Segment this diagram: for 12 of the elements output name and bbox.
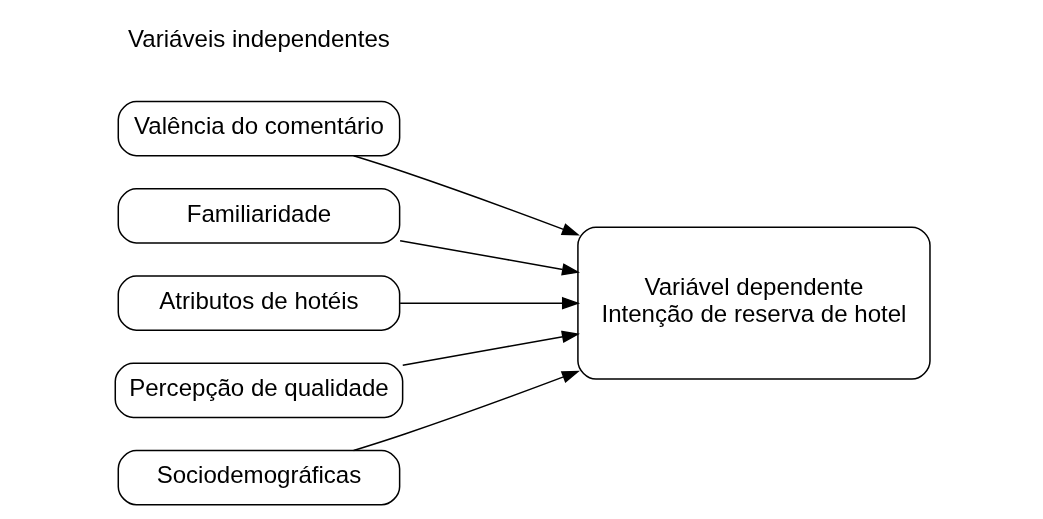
arrow: [352, 370, 580, 452]
node-box: Atributos de hotéis: [117, 275, 401, 331]
node-box: Variável dependente Intenção de reserva de hotel: [577, 226, 931, 380]
arrow: [399, 239, 580, 276]
node-box: Sociodemográficas: [117, 449, 401, 506]
node-box: Valência do comentário: [117, 100, 401, 157]
arrow: [399, 296, 581, 310]
arrow: [402, 330, 580, 366]
arrow: [352, 155, 580, 236]
node-box: Familiaridade: [117, 188, 401, 244]
node-box: Percepção de qualidade: [114, 362, 404, 419]
label: Variáveis independentes: [128, 25, 390, 53]
